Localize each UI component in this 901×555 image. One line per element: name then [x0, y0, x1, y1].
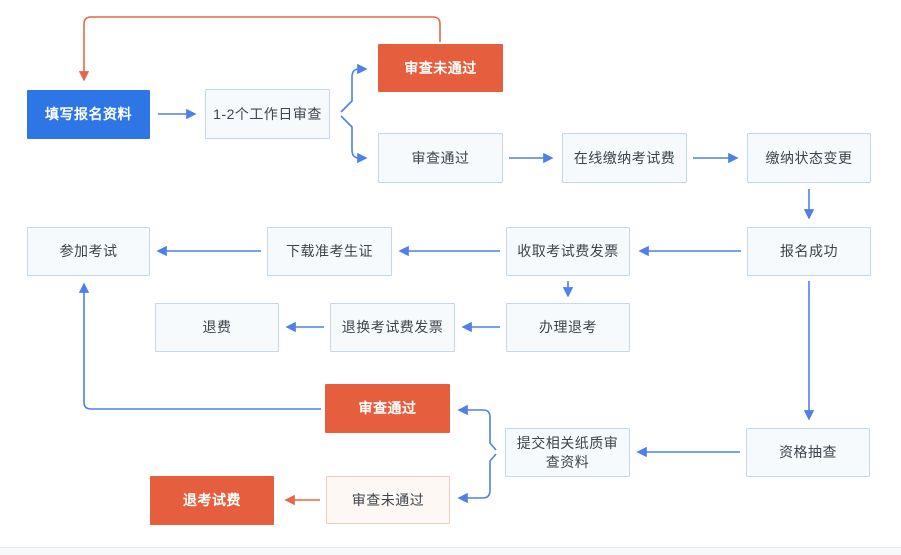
node-label: 参加考试 [59, 243, 118, 260]
node-refund-exam-fee: 退考试费 [150, 476, 274, 525]
node-label: 审查通过 [358, 400, 417, 417]
node-label: 退考试费 [183, 492, 241, 509]
node-label: 填写报名资料 [45, 106, 132, 123]
node-label: 在线缴纳考试费 [573, 149, 676, 166]
node-review-not-passed-top: 审查未通过 [378, 44, 503, 92]
node-label: 审查通过 [411, 149, 470, 166]
node-handle-exam-withdrawal: 办理退考 [506, 303, 630, 352]
node-label: 提交相关纸质审查资料 [516, 434, 619, 470]
node-review-passed-top: 审查通过 [378, 133, 503, 183]
node-payment-status-change: 缴纳状态变更 [747, 133, 871, 183]
node-label: 1-2个工作日审查 [213, 105, 322, 122]
node-label: 下载准考生证 [286, 243, 373, 260]
footer-divider [0, 547, 901, 555]
connector-branch-to-review-failed-top [340, 63, 368, 113]
node-submit-paper-materials: 提交相关纸质审查资料 [505, 428, 630, 477]
node-label: 资格抽查 [779, 444, 837, 461]
node-fill-registration-info: 填写报名资料 [27, 90, 150, 139]
node-label: 收取考试费发票 [517, 243, 619, 260]
node-return-exam-fee-invoice: 退换考试费发票 [330, 303, 455, 352]
node-label: 缴纳状态变更 [765, 149, 853, 166]
node-label: 报名成功 [780, 243, 838, 260]
node-label: 退换考试费发票 [341, 319, 444, 336]
node-label: 办理退考 [539, 319, 597, 336]
node-review-1-2-working-days: 1-2个工作日审查 [205, 89, 330, 139]
node-pay-exam-fee-online: 在线缴纳考试费 [562, 133, 687, 183]
node-label: 审查未通过 [404, 59, 477, 76]
node-qualification-spot-check: 资格抽查 [746, 428, 870, 477]
node-review-not-passed-bottom: 审查未通过 [326, 476, 450, 524]
node-receive-exam-fee-invoice: 收取考试费发票 [506, 227, 630, 276]
node-download-admission-ticket: 下载准考生证 [267, 227, 392, 276]
node-refund: 退费 [155, 303, 279, 352]
connector-submit-to-review-failed-bottom [457, 453, 497, 504]
node-take-exam: 参加考试 [27, 227, 150, 276]
connector-branch-to-review-passed-top [340, 115, 368, 164]
node-registration-success: 报名成功 [747, 227, 871, 276]
node-label: 退费 [202, 319, 232, 336]
node-label: 审查未通过 [351, 491, 425, 508]
connector-submit-to-review-passed-bottom [457, 404, 497, 451]
node-review-passed-bottom: 审查通过 [325, 384, 450, 433]
